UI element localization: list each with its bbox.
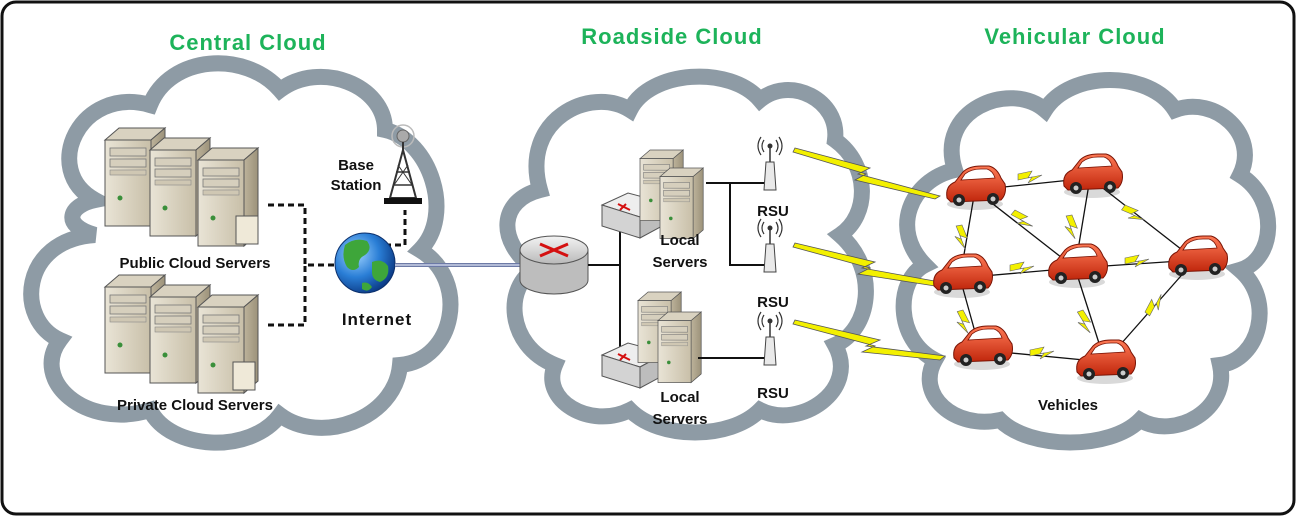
rsu-label-2: RSU [757,294,789,311]
rsu-links [698,182,765,359]
local-servers-bottom-group [600,291,702,389]
base-station-label-line1: Base [338,157,374,174]
vehicles-label: Vehicles [1038,397,1098,414]
router-icon [519,235,589,295]
server-icon [657,311,702,383]
base-station-label-line2: Station [331,177,382,194]
local-servers-top-label-line2: Servers [652,254,707,271]
public-cloud-servers-label: Public Cloud Servers [120,255,271,272]
vehicular-cloud-title: Vehicular Cloud [984,24,1165,49]
central-cloud-title: Central Cloud [169,30,326,55]
private-cloud-servers-group [104,274,259,394]
globe-icon [334,232,396,294]
local-servers-bottom-label-line1: Local [660,389,699,406]
server-icon [659,167,704,239]
base-station-icon [384,124,422,204]
internet-label: Internet [342,310,412,329]
rsu-label-1: RSU [757,203,789,220]
local-servers-bottom-label-line2: Servers [652,411,707,428]
local-servers-top-group [600,149,704,239]
server-door-icon [235,215,259,245]
private-cloud-servers-label: Private Cloud Servers [117,397,273,414]
local-servers-top-label-line1: Local [660,232,699,249]
public-cloud-servers-group [104,127,259,247]
rsu-label-3: RSU [757,385,789,402]
roadside-cloud-title: Roadside Cloud [581,24,762,49]
roadside-cloud-shape [499,68,874,441]
server-door-icon [232,361,256,391]
